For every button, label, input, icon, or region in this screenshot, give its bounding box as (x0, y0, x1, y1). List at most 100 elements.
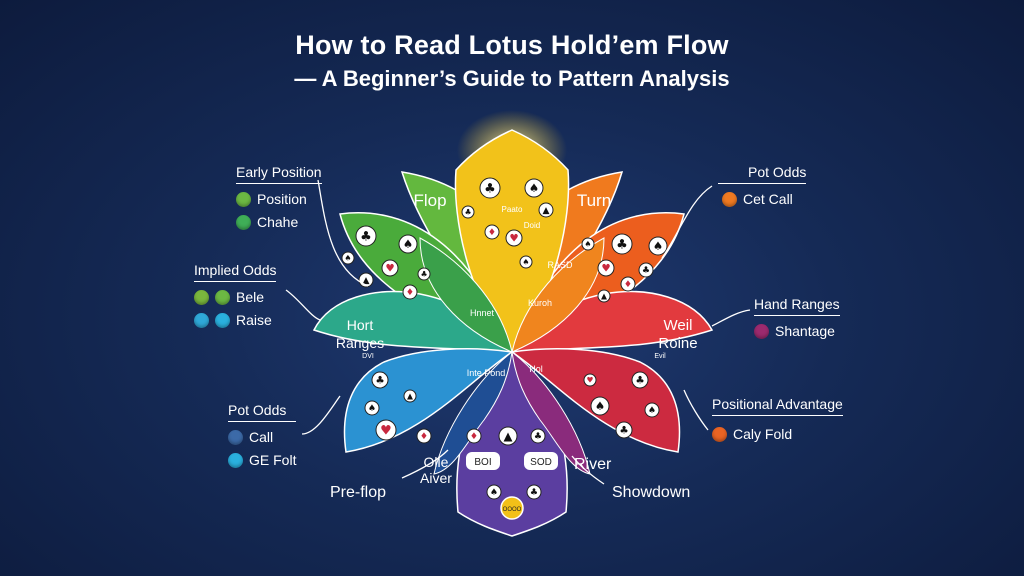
callout-row-text: Shantage (775, 323, 835, 339)
inner-label-dvi: DVI (362, 353, 374, 360)
club-icon: ♣ (642, 266, 650, 276)
spade-icon: ♠ (595, 399, 605, 413)
club-icon: ♣ (534, 432, 542, 442)
spade-icon: ♠ (653, 239, 663, 253)
callout-early-position-head: Early Position (236, 164, 322, 184)
legend-dot (194, 289, 209, 305)
icon-badge (402, 284, 418, 300)
callout-row: Call (228, 429, 296, 445)
club-icon: ♣ (616, 238, 628, 253)
callout-row-text: Bele (236, 289, 265, 305)
stage-label-showdown: Showdown (612, 484, 691, 501)
icon-badge (631, 371, 649, 389)
stage-label-preflop: Pre-flop (330, 484, 387, 501)
callout-row: Bele (194, 289, 276, 305)
icon-badge (597, 289, 611, 303)
spade-icon: ♠ (585, 240, 592, 249)
callout-hand-ranges: Hand Ranges Shantage (754, 296, 840, 339)
connector-pot-odds-left (301, 395, 341, 435)
callout-row: Cet Call (718, 191, 806, 207)
callout-pot-odds-left-head: Pot Odds (228, 402, 297, 422)
spade-icon: ♠ (368, 404, 376, 414)
diamond-icon: ♦ (470, 432, 478, 442)
badge-sod-bg (524, 452, 558, 470)
inner-label-evil: Evil (654, 353, 666, 360)
spade-icon: ♠ (529, 181, 539, 195)
legend-dot (236, 191, 251, 207)
icon-badge (638, 262, 654, 278)
icon-badge (590, 396, 610, 416)
inner-label-rasd: RASD (547, 260, 573, 270)
petal-right-center (511, 237, 605, 353)
club-icon: ♣ (465, 208, 472, 217)
callout-positional-advantage: Positional Advantage Caly Fold (712, 396, 843, 442)
callout-row: GE Folt (228, 452, 296, 468)
callout-early-position: Early Position Position Chahe (236, 164, 322, 230)
icon-badge (620, 276, 636, 292)
callout-row-text: Call (249, 429, 274, 445)
petal-left-center (419, 237, 513, 353)
icon-badge (644, 402, 660, 418)
heart-icon: ♥ (601, 263, 610, 275)
badge-oooo: OOOO (503, 507, 522, 513)
icon-badge (526, 484, 542, 500)
heart-icon: ♥ (380, 424, 392, 439)
badge-boi: BOI (474, 457, 491, 468)
callout-hand-ranges-head: Hand Ranges (754, 296, 840, 316)
bottom-chip-icon (500, 496, 524, 520)
heart-icon: ♥ (587, 376, 594, 385)
icon-badge (581, 237, 595, 251)
stage-label-olle-aiver: Olle Aiver (420, 454, 452, 486)
petal-label-flop: Flop (413, 191, 446, 210)
connector-early-position (317, 179, 369, 287)
icon-badge (371, 371, 389, 389)
club-icon: ♣ (530, 488, 538, 498)
callout-row-text: GE Folt (249, 452, 297, 468)
inner-label-inte-pond: Inte Pond (467, 368, 506, 378)
spade-icon: ♠ (345, 254, 352, 263)
icon-badge (498, 426, 518, 446)
icon-badge (615, 421, 633, 439)
connector-positional (683, 389, 709, 431)
title-block: How to Read Lotus Hold’em Flow — A Begin… (0, 28, 1024, 96)
icon-badge (479, 177, 501, 199)
callout-pot-odds-right: Pot Odds Cet Call (718, 164, 807, 207)
callout-row: Raise (194, 312, 276, 328)
petal-label-line: Ranges (336, 335, 384, 351)
club-icon: ♣ (375, 375, 384, 387)
petal-bottom-left (433, 350, 513, 475)
icon-badge (486, 484, 502, 500)
icon-badge (398, 234, 418, 254)
legend-dot (722, 191, 737, 207)
connector-pot-odds-right (661, 185, 713, 259)
icon-badge (524, 178, 544, 198)
callout-row: Chahe (236, 214, 322, 230)
callout-row: Caly Fold (712, 426, 843, 442)
petal-bottom-right (511, 350, 591, 475)
legend-dot (215, 312, 230, 328)
legend-dot (228, 452, 243, 468)
page-title: How to Read Lotus Hold’em Flow (295, 30, 729, 60)
icon-badge (466, 428, 482, 444)
callout-implied-odds-head: Implied Odds (194, 262, 277, 282)
triangle-icon: ▲ (543, 206, 550, 216)
diamond-icon: ♦ (624, 280, 632, 290)
spade-icon: ♠ (403, 237, 413, 251)
triangle-icon: ▲ (407, 392, 413, 401)
callout-implied-odds: Implied Odds Bele Raise (194, 262, 277, 328)
callout-pot-odds-left: Pot Odds Call GE Folt (228, 402, 297, 468)
spade-icon: ♠ (648, 406, 656, 416)
icon-badge (341, 251, 355, 265)
triangle-icon: ▲ (601, 292, 607, 301)
icon-badge (484, 224, 500, 240)
callout-row-text: Position (257, 191, 307, 207)
inner-label-kuroh: Kuroh (528, 298, 552, 308)
callout-row: Position (236, 191, 322, 207)
petal-label-line: Roine (658, 335, 697, 352)
heart-icon: ♥ (509, 233, 518, 245)
club-icon: ♣ (360, 230, 372, 245)
callout-row: Shantage (754, 323, 840, 339)
diamond-icon: ♦ (488, 228, 496, 238)
club-icon: ♣ (421, 270, 428, 279)
